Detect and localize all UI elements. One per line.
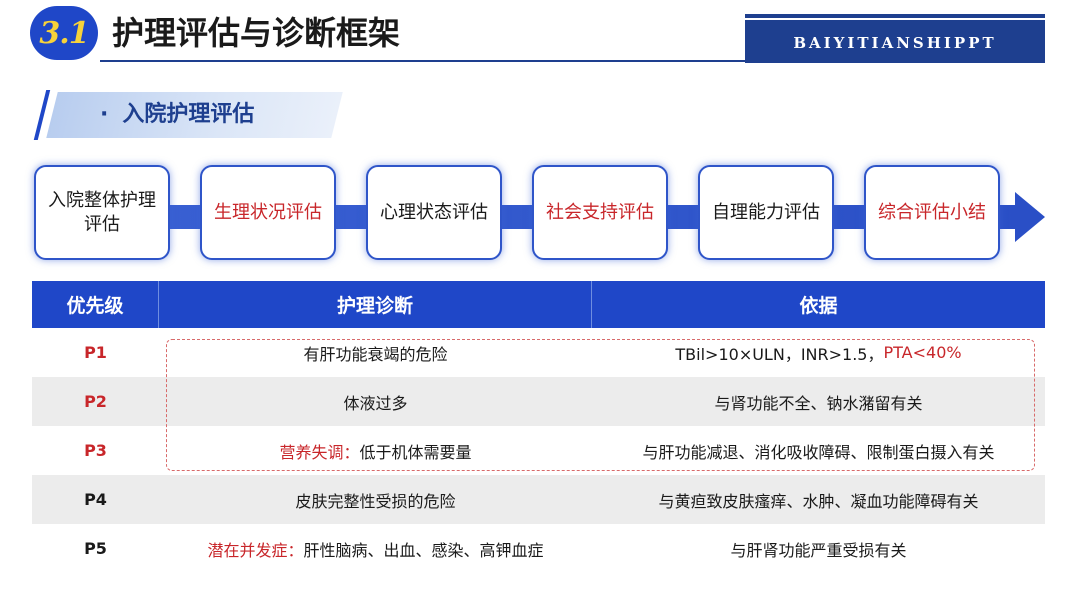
priority-cell: P5 xyxy=(84,539,107,558)
priority-cell: P1 xyxy=(84,343,107,362)
diagnosis-cell: 体液过多 xyxy=(159,377,592,426)
flow-step-label: 入院整体护理评估 xyxy=(48,189,156,235)
subtitle-text: 入院护理评估 xyxy=(122,102,255,127)
basis-highlight: PTA<40% xyxy=(883,343,962,362)
table-row: P5 潜在并发症：肝性脑病、出血、感染、高钾血症 与肝肾功能严重受损有关 xyxy=(32,524,1045,573)
basis-text: 与肝肾功能严重受损有关 xyxy=(730,540,907,560)
diagnosis-text: 皮肤完整性受损的危险 xyxy=(295,491,456,511)
flow-step-label: 自理能力评估 xyxy=(712,201,820,223)
basis-cell: TBil>10×ULN，INR>1.5，PTA<40% xyxy=(592,328,1045,377)
diagnosis-prefix: 营养失调： xyxy=(279,442,360,462)
brand-text: BAIYITIANSHIPPT xyxy=(793,33,997,52)
subtitle-bullet: · xyxy=(100,102,109,127)
basis-cell: 与肾功能不全、钠水潴留有关 xyxy=(592,377,1045,426)
basis-cell: 与肝肾功能严重受损有关 xyxy=(592,524,1045,573)
basis-cell: 与肝功能减退、消化吸收障碍、限制蛋白摄入有关 xyxy=(592,426,1045,475)
header-priority: 优先级 xyxy=(32,281,159,328)
flow-step: 社会支持评估 xyxy=(532,165,668,260)
title-divider xyxy=(100,60,1045,62)
flow-step: 自理能力评估 xyxy=(698,165,834,260)
flow-step-label: 心理状态评估 xyxy=(380,201,488,223)
header-diagnosis: 护理诊断 xyxy=(159,281,592,328)
brand-banner: BAIYITIANSHIPPT xyxy=(745,14,1045,63)
table-row: P2 体液过多 与肾功能不全、钠水潴留有关 xyxy=(32,377,1045,426)
header-basis: 依据 xyxy=(799,295,838,317)
flow-step: 心理状态评估 xyxy=(366,165,502,260)
diagnosis-text: 有肝功能衰竭的危险 xyxy=(303,344,448,364)
priority-cell: P2 xyxy=(84,392,107,411)
section-number: 3.1 xyxy=(39,15,89,51)
table-header-row: 优先级 护理诊断 依据 xyxy=(32,281,1045,328)
diagnosis-cell: 营养失调：低于机体需要量 xyxy=(159,426,592,475)
basis-text: 与黄疸致皮肤瘙痒、水肿、凝血功能障碍有关 xyxy=(658,491,979,511)
flow-step-label: 社会支持评估 xyxy=(546,201,654,223)
priority-cell: P3 xyxy=(84,441,107,460)
diagnosis-text: 肝性脑病、出血、感染、高钾血症 xyxy=(303,540,544,560)
flow-step: 生理状况评估 xyxy=(200,165,336,260)
diagnosis-text: 低于机体需要量 xyxy=(359,442,472,462)
section-subtitle: · 入院护理评估 xyxy=(100,92,254,138)
diagnosis-text: 体液过多 xyxy=(343,393,408,413)
flow-step: 入院整体护理评估 xyxy=(34,165,170,260)
diagnosis-cell: 有肝功能衰竭的危险 xyxy=(159,328,592,377)
basis-cell: 与黄疸致皮肤瘙痒、水肿、凝血功能障碍有关 xyxy=(592,475,1045,524)
diagnosis-cell: 潜在并发症：肝性脑病、出血、感染、高钾血症 xyxy=(159,524,592,573)
diagnosis-cell: 皮肤完整性受损的危险 xyxy=(159,475,592,524)
table-row: P3 营养失调：低于机体需要量 与肝功能减退、消化吸收障碍、限制蛋白摄入有关 xyxy=(32,426,1045,475)
arrow-right-icon xyxy=(1015,192,1045,242)
table-row: P4 皮肤完整性受损的危险 与黄疸致皮肤瘙痒、水肿、凝血功能障碍有关 xyxy=(32,475,1045,524)
section-number-badge: 3.1 xyxy=(30,6,98,60)
flow-step-label: 综合评估小结 xyxy=(878,201,986,223)
basis-text: TBil>10×ULN，INR>1.5， xyxy=(675,344,884,364)
flow-step-label: 生理状况评估 xyxy=(214,201,322,223)
page-title: 护理评估与诊断框架 xyxy=(112,14,401,52)
priority-cell: P4 xyxy=(84,490,107,509)
diagnosis-prefix: 潜在并发症： xyxy=(207,540,304,560)
basis-text: 与肝功能减退、消化吸收障碍、限制蛋白摄入有关 xyxy=(642,442,995,462)
basis-text: 与肾功能不全、钠水潴留有关 xyxy=(714,393,923,413)
flow-step: 综合评估小结 xyxy=(864,165,1000,260)
diagnosis-table: 优先级 护理诊断 依据 P1 有肝功能衰竭的危险 TBil>10×ULN，INR>1… xyxy=(32,281,1045,573)
table-row: P1 有肝功能衰竭的危险 TBil>10×ULN，INR>1.5，PTA<40% xyxy=(32,328,1045,377)
